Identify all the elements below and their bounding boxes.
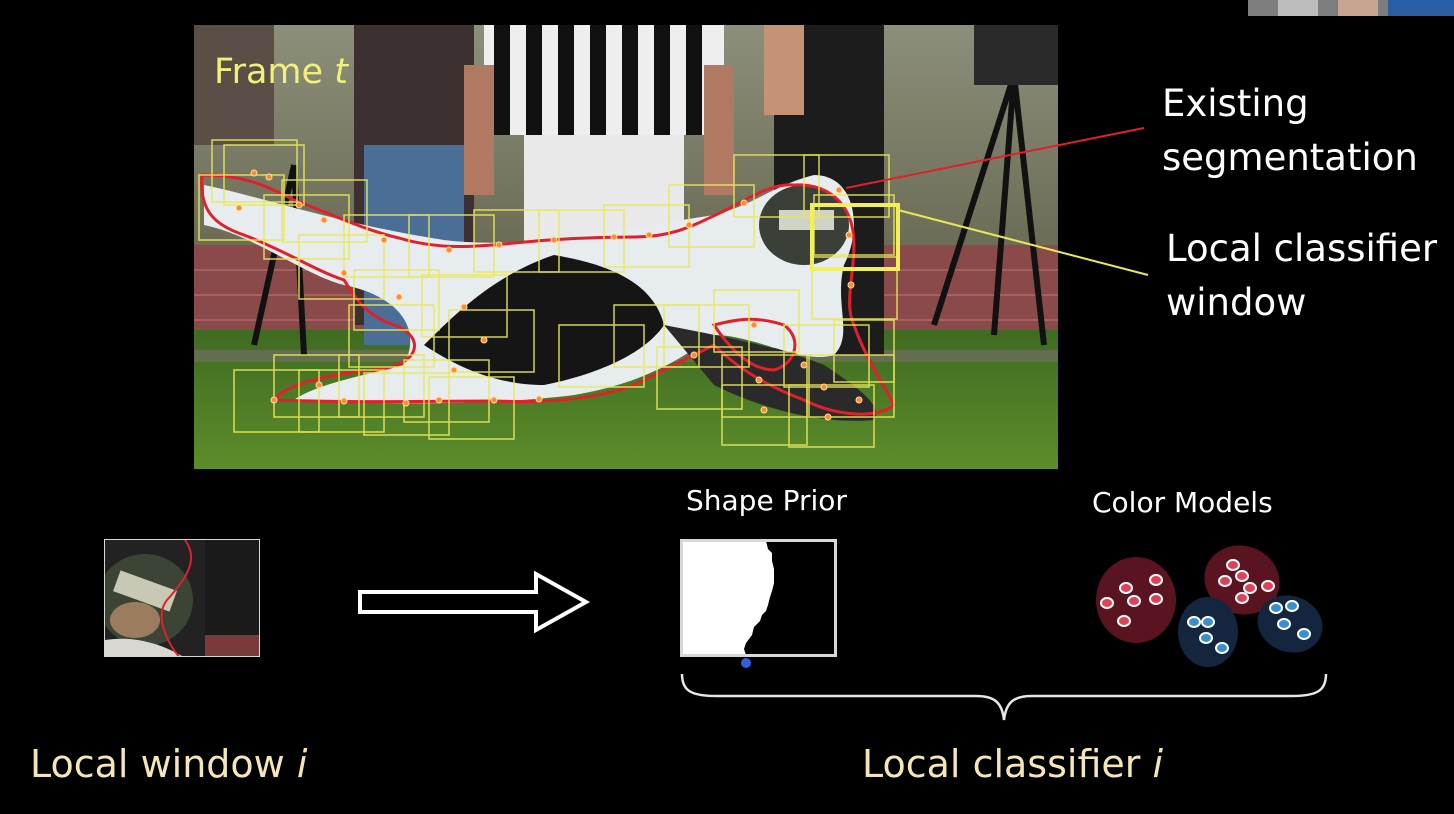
local-window-label-variable: i (296, 742, 308, 786)
local-classifier-window-callout: Local classifier window (1166, 222, 1437, 330)
shape-prior-panel (680, 539, 837, 668)
shape-prior-title: Shape Prior (686, 484, 847, 517)
existing-segmentation-line-1: Existing (1162, 82, 1309, 125)
local-classifier-window-line-2: window (1166, 281, 1307, 324)
frame-label-variable: t (334, 52, 348, 92)
local-classifier-label: Local classifier i (862, 742, 1163, 786)
color-models-diagram (1096, 545, 1323, 667)
hollow-right-arrow-icon (358, 570, 591, 634)
color-models-title: Color Models (1092, 486, 1273, 519)
curly-brace-icon (680, 673, 1328, 721)
frame-label-text: Frame (214, 52, 335, 92)
frame-label: Frame t (214, 52, 348, 92)
local-window-label-text: Local window (30, 742, 297, 786)
local-window-thumbnail (104, 539, 260, 657)
background-points (1187, 600, 1311, 654)
existing-segmentation-callout: Existing segmentation (1162, 77, 1418, 185)
presenter-webcam-thumbnail (1248, 0, 1454, 16)
local-window-boxes (198, 139, 898, 448)
webcam-image (1248, 0, 1454, 16)
existing-segmentation-line-2: segmentation (1162, 136, 1418, 179)
shape-prior-anchor-dot (741, 658, 751, 668)
background-cluster-1 (1178, 597, 1238, 667)
shape-prior-mask (681, 540, 836, 668)
local-window-image (105, 540, 259, 656)
local-window-label: Local window i (30, 742, 307, 786)
segmentation-contour (200, 173, 896, 416)
local-classifier-label-text: Local classifier (862, 742, 1153, 786)
contour-sample-points (235, 169, 863, 421)
local-classifier-window-line-1: Local classifier (1166, 227, 1438, 270)
local-classifier-label-variable: i (1152, 742, 1164, 786)
foreground-points (1100, 559, 1275, 627)
